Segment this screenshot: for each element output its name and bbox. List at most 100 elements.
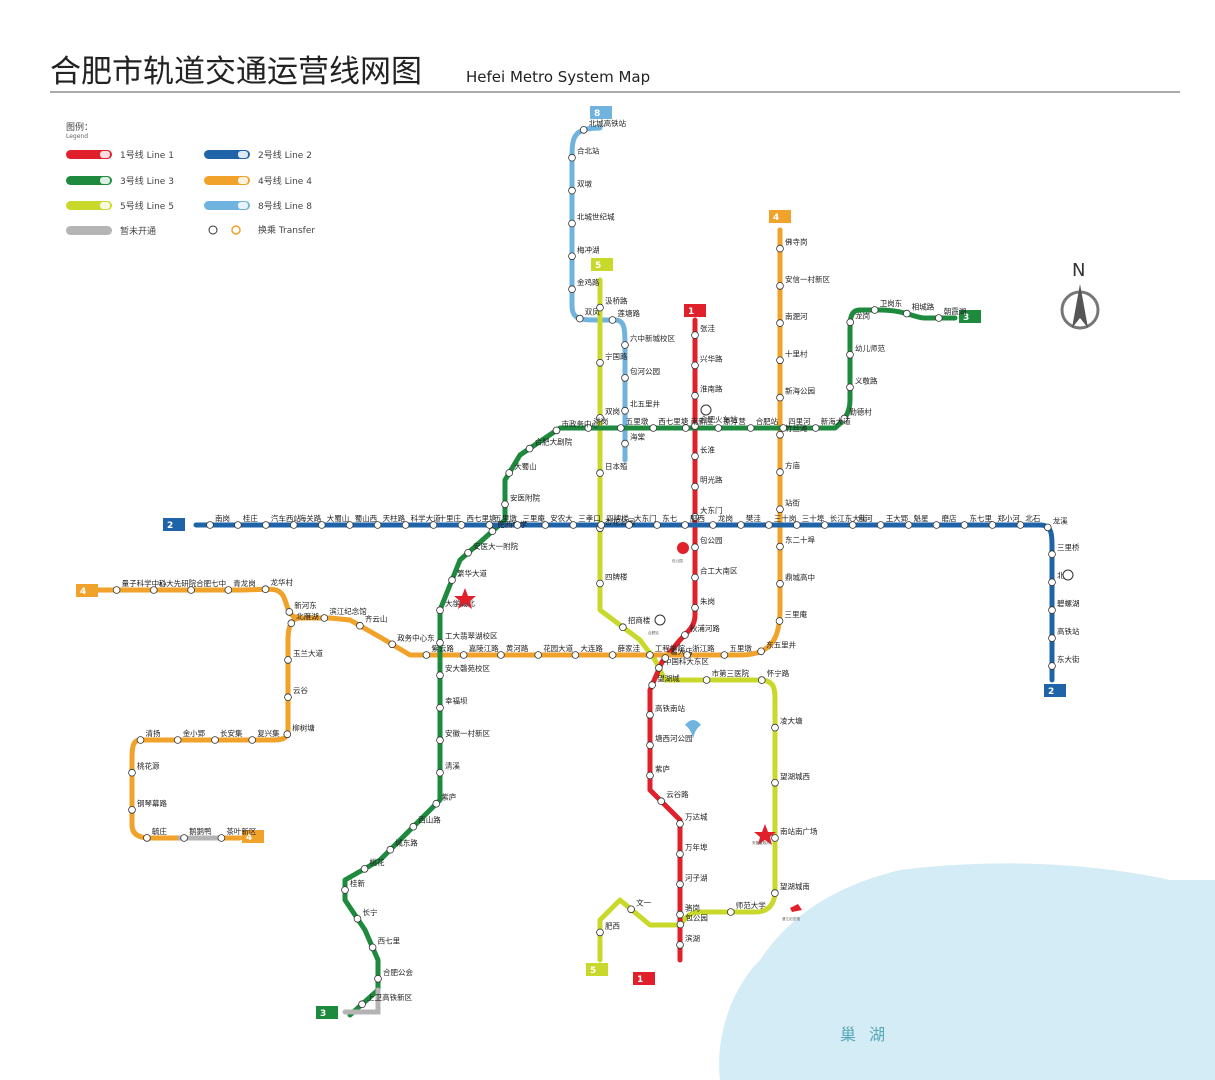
station-dot[interactable] [568, 252, 576, 261]
station-dot[interactable] [525, 444, 534, 453]
station-dot[interactable] [655, 664, 663, 672]
station-dot[interactable] [128, 806, 136, 814]
station-dot[interactable] [436, 638, 444, 647]
station-dot[interactable] [436, 671, 444, 679]
station-dot[interactable] [737, 521, 745, 529]
station-dot[interactable] [876, 521, 885, 529]
station-dot[interactable] [432, 799, 441, 808]
station-dot[interactable] [436, 606, 444, 614]
station-dot[interactable] [368, 943, 377, 952]
station-dot[interactable] [289, 521, 298, 529]
station-dot[interactable] [284, 656, 292, 664]
station-dot[interactable] [283, 730, 292, 739]
station-dot[interactable] [436, 736, 444, 744]
station-dot[interactable] [1048, 606, 1056, 614]
station-dot[interactable] [436, 768, 444, 777]
station-dot[interactable] [358, 1000, 366, 1008]
station-dot[interactable] [691, 391, 699, 400]
station-dot[interactable] [497, 651, 505, 659]
station-dot[interactable] [681, 631, 689, 639]
station-dot[interactable] [757, 647, 765, 656]
station-dot[interactable] [608, 651, 617, 659]
station-dot[interactable] [709, 521, 717, 529]
station-dot[interactable] [1016, 521, 1025, 529]
station-dot[interactable] [217, 834, 226, 842]
station-dot[interactable] [388, 640, 397, 649]
station-dot[interactable] [386, 845, 395, 854]
station-dot[interactable] [1048, 662, 1056, 670]
station-dot[interactable] [136, 736, 145, 744]
station-dot[interactable] [653, 521, 661, 529]
station-dot[interactable] [846, 383, 854, 392]
station-dot[interactable] [128, 768, 136, 777]
station-dot[interactable] [676, 941, 684, 949]
station-dot[interactable] [683, 651, 691, 659]
station-dot[interactable] [661, 654, 670, 662]
station-dot[interactable] [776, 393, 784, 402]
station-dot[interactable] [234, 521, 242, 529]
station-dot[interactable] [649, 424, 658, 432]
station-dot[interactable] [485, 521, 494, 529]
station-dot[interactable] [568, 219, 576, 228]
station-dot[interactable] [1048, 634, 1056, 642]
station-dot[interactable] [776, 505, 784, 514]
station-dot[interactable] [646, 741, 654, 749]
station-dot[interactable] [1048, 550, 1056, 558]
station-dot[interactable] [746, 424, 755, 432]
station-dot[interactable] [608, 316, 617, 324]
station-dot[interactable] [596, 414, 604, 422]
station-dot[interactable] [597, 521, 605, 529]
station-dot[interactable] [676, 920, 685, 929]
station-dot[interactable] [771, 723, 779, 732]
station-dot[interactable] [691, 543, 699, 551]
station-dot[interactable] [360, 865, 369, 873]
station-dot[interactable] [720, 651, 729, 659]
station-dot[interactable] [676, 819, 684, 828]
station-dot[interactable] [621, 439, 629, 448]
station-dot[interactable] [776, 319, 784, 327]
station-dot[interactable] [691, 331, 699, 339]
station-dot[interactable] [691, 573, 699, 582]
station-dot[interactable] [792, 521, 801, 529]
station-dot[interactable] [776, 430, 784, 439]
station-dot[interactable] [691, 361, 699, 370]
station-dot[interactable] [464, 548, 472, 557]
station-dot[interactable] [676, 880, 684, 889]
station-dot[interactable] [143, 834, 151, 842]
station-dot[interactable] [356, 621, 364, 630]
station-dot[interactable] [776, 542, 784, 551]
station-dot[interactable] [646, 711, 654, 719]
station-dot[interactable] [568, 186, 576, 195]
station-dot[interactable] [1044, 523, 1052, 532]
station-dot[interactable] [771, 889, 779, 897]
station-dot[interactable] [429, 521, 438, 529]
station-dot[interactable] [621, 374, 629, 382]
station-dot[interactable] [584, 424, 593, 432]
station-dot[interactable] [284, 693, 292, 701]
station-dot[interactable] [596, 579, 604, 588]
station-dot[interactable] [616, 424, 625, 432]
station-dot[interactable] [206, 521, 214, 529]
station-dot[interactable] [488, 527, 497, 535]
station-dot[interactable] [187, 586, 195, 594]
station-dot[interactable] [373, 521, 382, 529]
station-dot[interactable] [513, 521, 522, 529]
station-dot[interactable] [776, 468, 784, 476]
station-dot[interactable] [262, 521, 270, 529]
station-dot[interactable] [676, 850, 684, 858]
station-dot[interactable] [287, 619, 296, 627]
station-dot[interactable] [681, 424, 690, 432]
station-dot[interactable] [568, 153, 576, 162]
station-dot[interactable] [248, 736, 257, 744]
station-dot[interactable] [569, 521, 578, 529]
station-dot[interactable] [934, 314, 943, 322]
station-dot[interactable] [691, 422, 699, 430]
station-dot[interactable] [619, 623, 627, 631]
station-dot[interactable] [568, 285, 576, 294]
station-dot[interactable] [224, 586, 233, 594]
station-dot[interactable] [846, 318, 854, 327]
station-dot[interactable] [691, 603, 699, 612]
station-dot[interactable] [960, 521, 969, 529]
station-dot[interactable] [676, 910, 684, 919]
station-dot[interactable] [646, 651, 654, 659]
